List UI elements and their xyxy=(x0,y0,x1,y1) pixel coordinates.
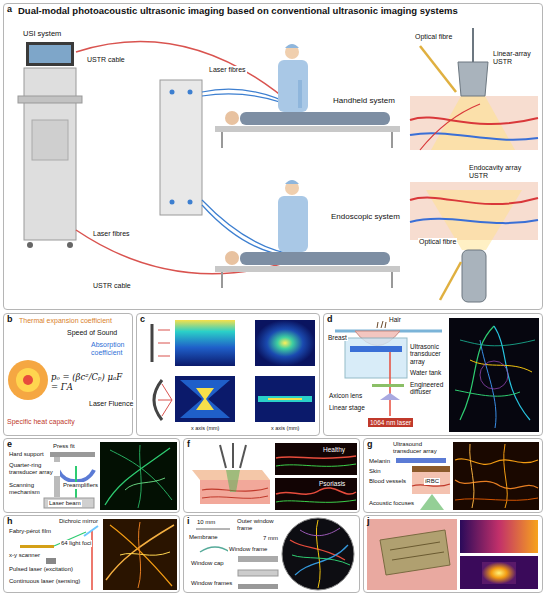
panel-letter: g xyxy=(367,440,373,450)
part-label: Outer window frame xyxy=(236,518,278,532)
part-label: Healthy xyxy=(322,446,346,453)
part-label: Hair xyxy=(388,316,402,323)
part-label: USTR cable xyxy=(92,282,132,290)
part-label: Scanning mechanism xyxy=(8,482,50,496)
part-label: Dichroic mirror xyxy=(58,518,99,525)
part-label: Ultrasonic transducer array xyxy=(409,343,448,365)
part-label: Laser fibres xyxy=(208,66,247,74)
panel-letter: b xyxy=(7,315,13,325)
part-label: Skin xyxy=(368,468,382,475)
part-label: Laser Fluence xyxy=(88,400,134,408)
part-label: Window cap xyxy=(190,560,225,567)
part-label: Quarter-ring transducer array xyxy=(8,462,60,476)
part-label: USI system xyxy=(22,30,62,39)
part-label: Acoustic focuses xyxy=(368,500,415,507)
part-label: Absorption coefficient xyxy=(90,341,130,357)
panel-letter: d xyxy=(327,315,333,325)
part-label: iRBC xyxy=(424,478,440,485)
part-label: Axicon lens xyxy=(328,392,363,399)
part-label: Continuous laser (sensing) xyxy=(8,578,81,585)
panel-box: c xyxy=(136,313,320,436)
part-label: Handheld system xyxy=(332,96,396,105)
part-label: Blood vessels xyxy=(368,478,407,485)
part-label: Ultrasound transducer array xyxy=(392,441,452,455)
panel-letter: a xyxy=(7,5,12,15)
part-label: x-y scanner xyxy=(8,552,41,559)
part-label: Pulsed laser (excitation) xyxy=(8,566,74,573)
part-label: Specific heat capacity xyxy=(6,418,76,426)
part-label: Laser beam xyxy=(48,500,82,507)
part-label: Melanin xyxy=(368,458,391,465)
part-label: 64 light foci xyxy=(60,540,92,547)
panel-letter: e xyxy=(7,440,12,450)
part-label: Window frames xyxy=(190,580,233,587)
part-label: x axis (mm) xyxy=(190,425,220,431)
part-label: 1064 nm laser xyxy=(368,418,413,427)
part-label: Membrane xyxy=(188,534,219,541)
panel-box: j xyxy=(363,515,543,593)
part-label: Optical fibre xyxy=(414,33,453,41)
part-label: Optical fibre xyxy=(418,238,457,246)
part-label: Linear stage xyxy=(328,404,366,411)
part-label: x axis (mm) xyxy=(270,425,300,431)
panel-box: a Dual-modal photoacoustic ultrasonic ima… xyxy=(3,3,543,310)
part-label: Window frame xyxy=(228,546,268,553)
part-label: pₒ = (βc²/Cₚ) μₐF = ΓA xyxy=(50,373,132,393)
panel-letter: f xyxy=(187,440,190,450)
part-label: Speed of Sound xyxy=(66,329,118,337)
part-label: Endocavity array USTR xyxy=(468,164,538,180)
part-label: Water tank xyxy=(409,369,442,376)
panel-letter: h xyxy=(7,517,13,527)
part-label: Press fit xyxy=(52,443,76,450)
part-label: Hard support xyxy=(8,451,45,458)
part-label: Endoscopic system xyxy=(330,212,401,221)
panel-letter: i xyxy=(187,517,190,527)
part-label: Psoriasis xyxy=(318,480,346,487)
panel-letter: c xyxy=(140,315,145,325)
part-label: Linear-array USTR xyxy=(492,50,540,66)
part-label: Laser fibres xyxy=(92,230,131,238)
part-label: Thermal expansion coefficient xyxy=(18,317,113,325)
part-label: 7 mm xyxy=(262,535,279,542)
part-label: Fabry-pérot film xyxy=(8,528,52,535)
part-label: Preamplifiers xyxy=(62,482,99,489)
part-label: Engineered diffuser xyxy=(409,381,448,396)
part-label: 10 mm xyxy=(196,519,216,526)
part-label: USTR cable xyxy=(86,56,126,64)
panel-letter: j xyxy=(367,517,370,527)
part-label: Breast xyxy=(327,334,348,341)
panel-heading: Dual-modal photoacoustic ultrasonic imag… xyxy=(18,6,458,16)
